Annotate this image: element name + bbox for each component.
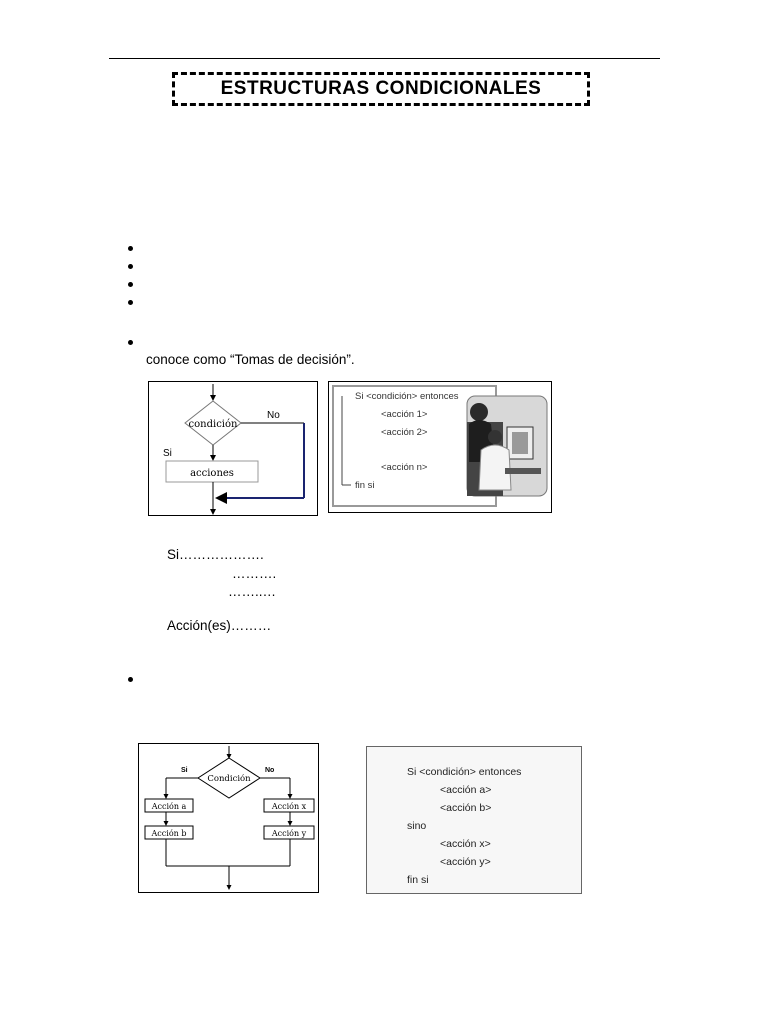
si-label: Si (163, 448, 172, 459)
action-x-label: Acción x (271, 802, 307, 811)
page-title: ESTRUCTURAS CONDICIONALES (220, 78, 542, 99)
action-a-label: Acción a (151, 802, 187, 811)
bullet (128, 300, 133, 305)
people-photo (466, 395, 548, 497)
pseudo-line: <acción x> (440, 838, 491, 850)
no-label: No (267, 410, 280, 421)
pseudo-line: <acción 2> (381, 427, 428, 438)
pseudocode-figure-sino: Si <condición> entonces <acción a> <acci… (366, 746, 582, 894)
action-box (144, 825, 194, 840)
bullet (128, 246, 133, 251)
pseudocode-figure-si: Si <condición> entonces <acción 1> <acci… (328, 381, 552, 513)
pseudo-line: fin si (407, 874, 429, 886)
flowchart-double: Condición Si No Acción a Acción x Acción… (138, 743, 319, 893)
action-box (263, 798, 315, 813)
decision-diamond (197, 757, 261, 799)
pseudo-line: Si <condición> entonces (407, 766, 521, 778)
bullet (128, 340, 133, 345)
pseudo-line: <acción a> (440, 784, 491, 796)
condition-label: Condición (207, 773, 251, 784)
no-label: No (265, 767, 274, 774)
flowchart-simple: condición No Si acciones (148, 381, 318, 516)
condition-label: condición (189, 419, 238, 430)
pseudo-line: <acción n> (381, 462, 428, 473)
bullet (128, 282, 133, 287)
pseudo-line: fin si (355, 480, 375, 491)
bullet (128, 264, 133, 269)
pseudo-dots-line: ………. (232, 566, 277, 581)
pseudo-line: Si <condición> entonces (355, 391, 459, 402)
action-box (263, 825, 315, 840)
si-label: Si (181, 767, 188, 774)
pseudo-line: <acción y> (440, 856, 491, 868)
actions-box (165, 460, 259, 483)
bullet (128, 677, 133, 682)
pseudo-dots-line: ……..… (228, 584, 277, 599)
top-rule (109, 58, 660, 59)
pseudo-si-line: Si………………. (167, 547, 264, 562)
action-box (144, 798, 194, 813)
intro-line: conoce como “Tomas de decisión”. (146, 352, 355, 367)
action-y-label: Acción y (271, 829, 307, 838)
pseudo-action-line: Acción(es)……… (167, 618, 272, 633)
action-b-label: Acción b (151, 829, 187, 838)
title-frame (172, 72, 590, 106)
actions-label: acciones (190, 468, 234, 479)
pseudo-line: <acción 1> (381, 409, 428, 420)
pseudo-line: sino (407, 820, 426, 832)
pseudo-line: <acción b> (440, 802, 491, 814)
